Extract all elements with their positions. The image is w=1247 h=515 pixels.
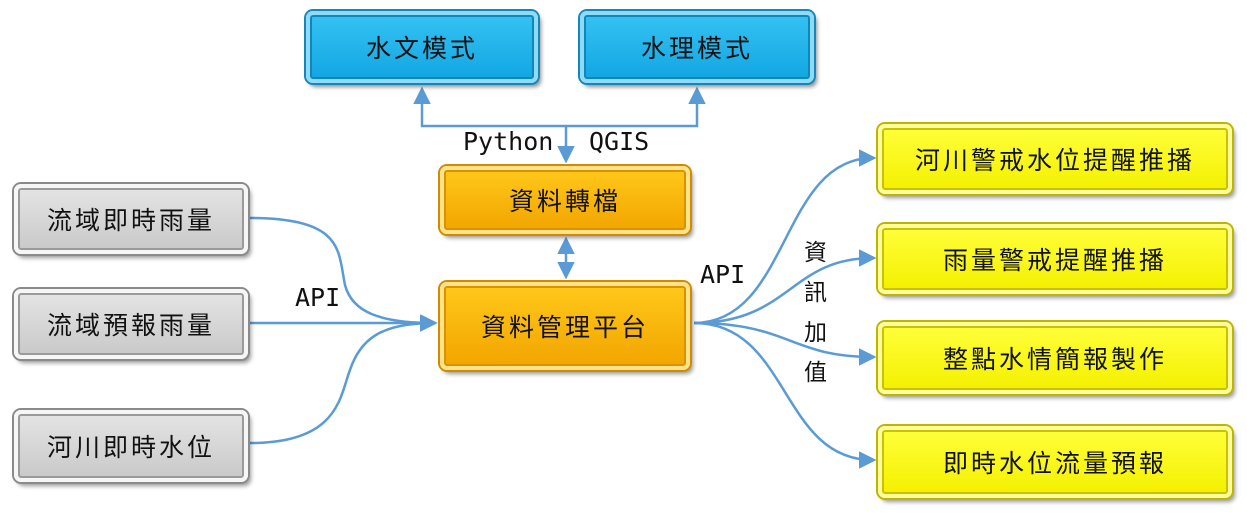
output-api-label: API <box>700 260 746 289</box>
realtime-rain-label: 流域即時雨量 <box>46 206 215 235</box>
data-platform-box: 資料管理平台 <box>440 282 690 370</box>
river-alert-label: 河川警戒水位提醒推播 <box>914 146 1195 175</box>
value-added-char-1: 資 <box>804 240 827 266</box>
rain-alert-label: 雨量警戒提醒推播 <box>942 246 1167 275</box>
hydrology-model-label: 水文模式 <box>365 34 478 63</box>
value-added-char-4: 值 <box>804 360 827 386</box>
data-platform-label: 資料管理平台 <box>480 313 649 342</box>
input-api-label: API <box>295 283 341 312</box>
connector-realtime-rain <box>249 216 438 332</box>
realtime-rain-box: 流域即時雨量 <box>14 184 248 254</box>
forecast-rain-label: 流域預報雨量 <box>46 311 215 340</box>
rain-alert-box: 雨量警戒提醒推播 <box>878 224 1232 294</box>
hourly-report-box: 整點水情簡報製作 <box>878 322 1232 394</box>
connector-to-hydraulics-model <box>566 86 706 128</box>
connector-forecast <box>693 321 877 469</box>
connector-to-hydrology-model <box>413 86 566 128</box>
forecast-rain-box: 流域預報雨量 <box>14 289 248 359</box>
python-label: Python <box>463 127 554 156</box>
hydrology-model-box: 水文模式 <box>306 11 538 83</box>
value-added-char-2: 訊 <box>804 280 827 306</box>
file-conversion-box: 資料轉檔 <box>440 166 690 234</box>
connector-river-alert <box>693 149 877 325</box>
value-added-char-3: 加 <box>804 320 827 346</box>
forecast-box: 即時水位流量預報 <box>878 426 1232 498</box>
forecast-label: 即時水位流量預報 <box>942 449 1167 478</box>
river-alert-box: 河川警戒水位提醒推播 <box>878 124 1232 194</box>
hourly-report-label: 整點水情簡報製作 <box>942 345 1167 374</box>
file-conversion-label: 資料轉檔 <box>508 187 621 216</box>
river-level-label: 河川即時水位 <box>46 433 215 462</box>
qgis-label: QGIS <box>589 127 650 156</box>
connector-rain-alert <box>693 249 877 325</box>
hydraulics-model-label: 水理模式 <box>640 34 753 63</box>
river-level-box: 河川即時水位 <box>14 410 248 482</box>
hydraulics-model-box: 水理模式 <box>580 11 814 83</box>
connector-river-level <box>249 314 438 445</box>
connector-hourly-report <box>693 321 877 366</box>
